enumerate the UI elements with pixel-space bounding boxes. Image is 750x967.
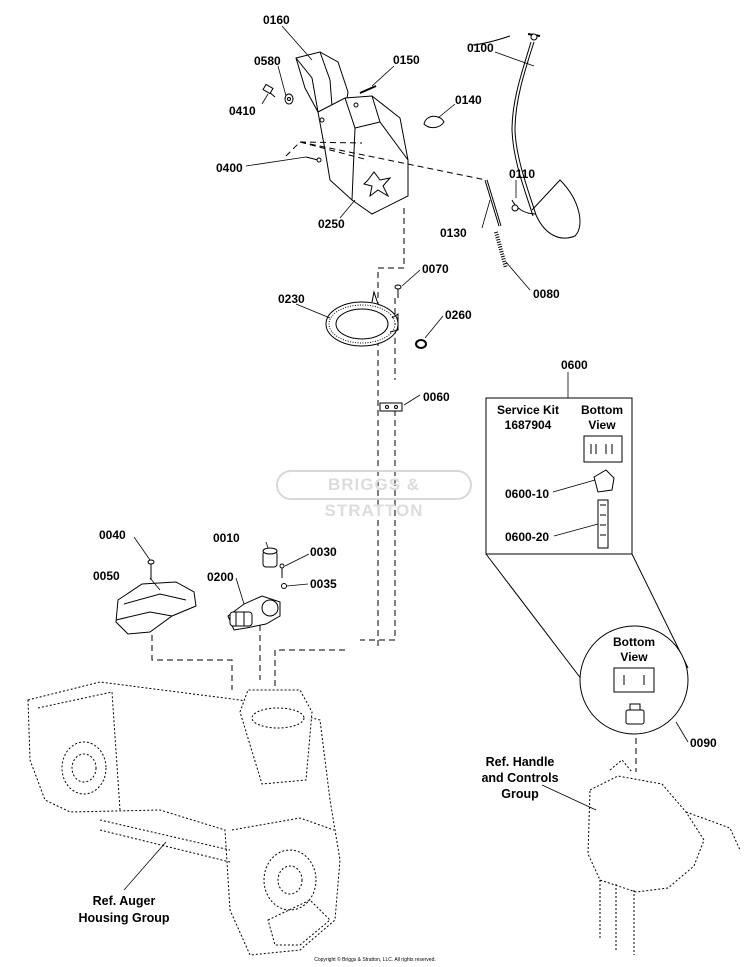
screw-0070 [394,284,402,298]
motor-0200 [227,595,281,631]
pin-0150 [359,85,377,94]
briggs-stratton-watermark: BRIGGS & STRATTON [276,470,472,520]
screw-0040 [147,559,155,580]
rod-0130 [484,179,502,227]
callout-0160: 0160 [263,13,290,27]
detail-bottom-view-2: View [620,650,648,664]
screw-0030 [279,563,285,578]
detail-bottom-view-1: Bottom [613,635,655,649]
callout-0100: 0100 [467,41,494,55]
service-kit-title: Service Kit [496,403,560,417]
handle-controls-ref [587,759,741,955]
clip-0110 [511,199,537,215]
callout-0200: 0200 [207,570,234,584]
ref-handle-line-1: Ref. Handle [485,755,555,769]
kit-bottom-view-1: Bottom [581,403,623,417]
callout-0110: 0110 [509,167,536,181]
service-kit-box [485,397,633,555]
callout-0030: 0030 [310,545,337,559]
callout-0400: 0400 [216,161,243,175]
bracket-0060 [379,402,403,412]
screw-0400 [305,156,322,163]
nut-0260 [415,339,427,349]
callout-0600-20: 0600-20 [505,530,550,544]
spring-0080 [494,231,508,269]
callout-0070: 0070 [422,262,449,276]
bolt-0410 [262,83,276,98]
cover-0050 [115,581,197,635]
copyright-notice: Copyright © Briggs & Stratton, LLC. All … [314,957,436,963]
callout-0230: 0230 [278,292,305,306]
gear-0010 [262,547,278,568]
ref-auger-line-2: Housing Group [78,911,170,925]
assembly-lines [151,141,637,772]
callout-0090: 0090 [690,736,717,750]
callout-0140: 0140 [455,93,482,107]
callout-0260: 0260 [445,308,472,322]
washer-0580 [284,93,294,105]
auger-housing-ref [27,681,341,956]
washer-0035 [281,583,287,589]
knob-0140 [423,115,445,129]
callout-0600-10: 0600-10 [505,487,550,501]
chute-cable-0100 [471,33,581,239]
callout-0080: 0080 [533,287,560,301]
callout-0130: 0130 [440,226,467,240]
callout-0040: 0040 [99,528,126,542]
callout-0410: 0410 [229,104,256,118]
callout-0250: 0250 [318,217,345,231]
callout-0580: 0580 [254,54,281,68]
ref-handle-line-3: Group [501,787,539,801]
service-kit-number: 1687904 [504,418,552,432]
callout-0060: 0060 [423,390,450,404]
ref-auger-line-1: Ref. Auger [92,894,156,908]
ref-handle-line-2: and Controls [481,771,559,785]
callout-0600: 0600 [561,358,588,372]
callout-0050: 0050 [93,569,120,583]
callout-0150: 0150 [393,53,420,67]
kit-bottom-view-2: View [588,418,616,432]
detail-circle [485,553,689,735]
callout-0010: 0010 [213,531,240,545]
ring-gear-0230 [325,290,399,347]
callout-0035: 0035 [310,577,337,591]
leader-lines [123,25,689,891]
